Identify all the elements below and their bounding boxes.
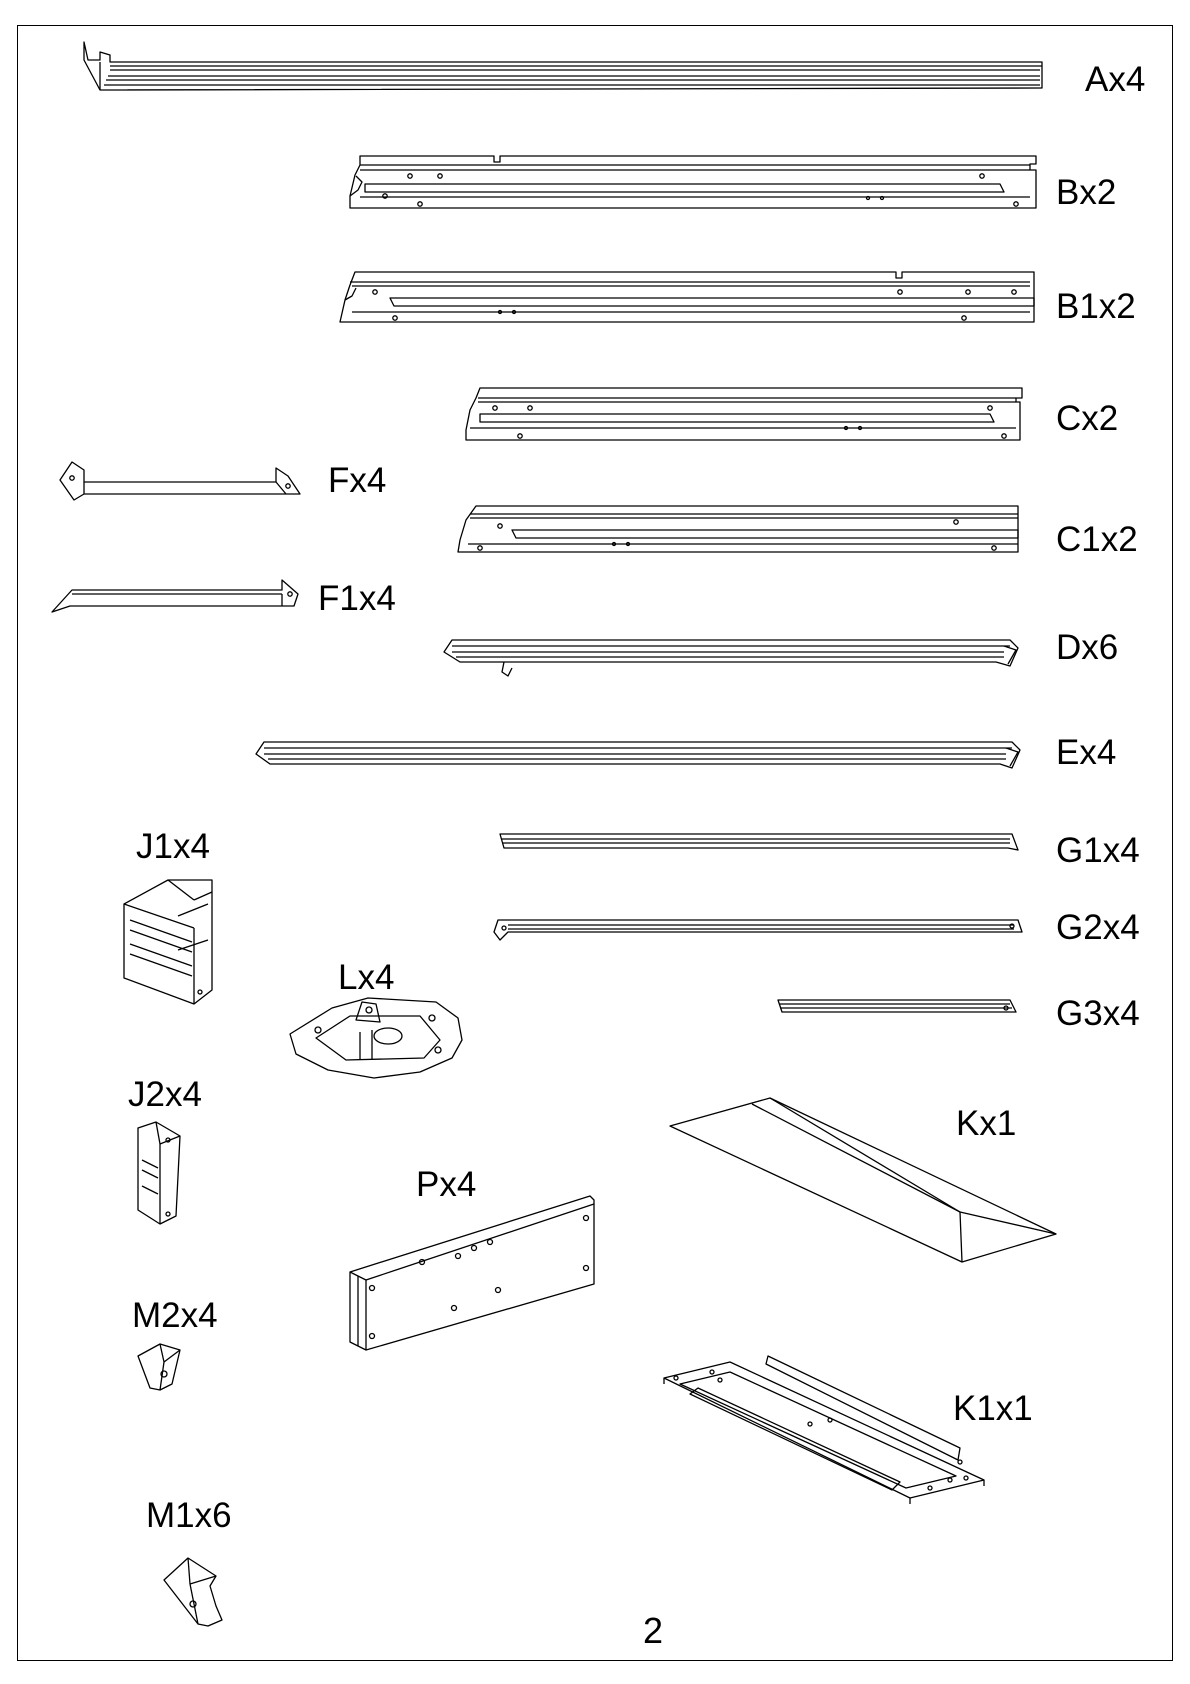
part-g1-drawing — [500, 834, 1018, 850]
part-p-drawing — [350, 1196, 594, 1350]
label-f: Fx4 — [328, 463, 386, 498]
part-j2-drawing — [138, 1122, 180, 1224]
label-d: Dx6 — [1056, 630, 1118, 665]
part-f-drawing — [60, 462, 300, 500]
label-e: Ex4 — [1056, 735, 1116, 770]
part-j1-drawing — [124, 880, 212, 1004]
label-p: Px4 — [416, 1167, 476, 1202]
part-d-drawing — [444, 640, 1018, 676]
part-e-drawing — [256, 742, 1020, 768]
label-l: Lx4 — [338, 960, 394, 995]
label-g1: G1x4 — [1056, 833, 1140, 868]
part-b1-drawing — [340, 272, 1034, 322]
label-c1: C1x2 — [1056, 522, 1138, 557]
part-k1-drawing — [664, 1356, 984, 1504]
label-g2: G2x4 — [1056, 910, 1140, 945]
part-m2-drawing — [138, 1344, 180, 1390]
label-a: Ax4 — [1085, 62, 1145, 97]
part-a-drawing — [84, 42, 1042, 90]
label-b: Bx2 — [1056, 175, 1116, 210]
label-c: Cx2 — [1056, 401, 1118, 436]
page-number: 2 — [643, 1613, 663, 1649]
label-j1: J1x4 — [136, 829, 210, 864]
label-m1: M1x6 — [146, 1498, 232, 1533]
part-l-drawing — [290, 998, 462, 1078]
label-g3: G3x4 — [1056, 996, 1140, 1031]
part-g2-drawing — [494, 920, 1022, 940]
part-f1-drawing — [52, 580, 298, 612]
label-f1: F1x4 — [318, 581, 396, 616]
part-m1-drawing — [164, 1558, 222, 1626]
part-b-drawing — [350, 156, 1036, 208]
label-b1: B1x2 — [1056, 289, 1136, 324]
part-g3-drawing — [778, 1000, 1016, 1012]
part-c1-drawing — [458, 506, 1018, 552]
label-m2: M2x4 — [132, 1298, 218, 1333]
part-c-drawing — [466, 388, 1022, 440]
label-k1: K1x1 — [953, 1391, 1033, 1426]
label-j2: J2x4 — [128, 1077, 202, 1112]
label-k: Kx1 — [956, 1106, 1016, 1141]
